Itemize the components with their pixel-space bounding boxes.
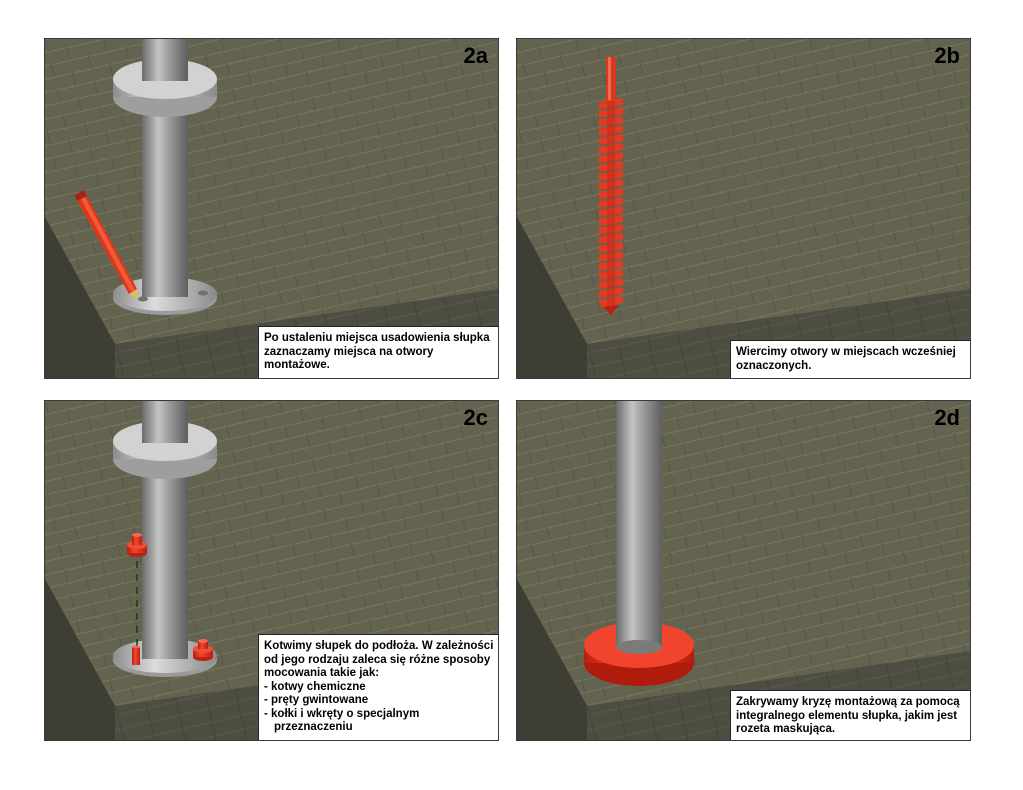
caption-2d: Zakrywamy kryzę montażową za pomocą inte…: [730, 690, 970, 740]
panel-2a: 2a Po ustaleniu miejsca usadowienia słup…: [44, 38, 499, 379]
anchor-nut-icon: [127, 533, 147, 557]
caption-2c-text: Kotwimy słupek do podłoża. W zależności …: [264, 640, 494, 679]
post-pipe: [616, 401, 662, 647]
list-item: - kołki i wkręty o specjalnym przeznacze…: [264, 707, 420, 734]
caption-2c: Kotwimy słupek do podłoża. W zależności …: [258, 634, 498, 740]
panel-2b: 2b Wiercimy otwory w miejscach wcześniej…: [516, 38, 971, 379]
floor-left-face: [517, 217, 587, 378]
fastening-list: - kotwy chemiczne - pręty gwintowane - k…: [264, 681, 495, 735]
post-pipe-top: [142, 401, 188, 443]
anchor-nut-icon: [193, 639, 213, 661]
caption-2a: Po ustaleniu miejsca usadowienia słupka …: [258, 326, 498, 378]
list-item: - kotwy chemiczne: [264, 680, 366, 693]
caption-2b: Wiercimy otwory w miejscach wcześniej oz…: [730, 340, 970, 378]
panel-label: 2a: [463, 43, 488, 68]
floor-left-face: [45, 217, 115, 378]
floor-left-face: [45, 579, 115, 740]
panel-label: 2b: [934, 43, 960, 68]
post-pipe-top: [142, 39, 188, 81]
post-pipe-base: [616, 640, 662, 654]
scene-2b: [517, 39, 970, 378]
panel-2c: 2c Kotwimy słupek do podłoża. W zależnoś…: [44, 400, 499, 741]
threaded-rod-icon: [132, 645, 140, 665]
drill-bit-icon: [599, 57, 623, 315]
floor-left-face: [517, 579, 587, 740]
mount-hole: [138, 296, 148, 302]
panel-label: 2c: [463, 405, 488, 430]
panel-2d: 2d Zakrywamy kryzę montażową za pomocą i…: [516, 400, 971, 741]
mount-hole: [198, 290, 208, 296]
pencil-icon: [75, 190, 137, 299]
panel-label: 2d: [934, 405, 960, 430]
list-item: - pręty gwintowane: [264, 694, 369, 706]
